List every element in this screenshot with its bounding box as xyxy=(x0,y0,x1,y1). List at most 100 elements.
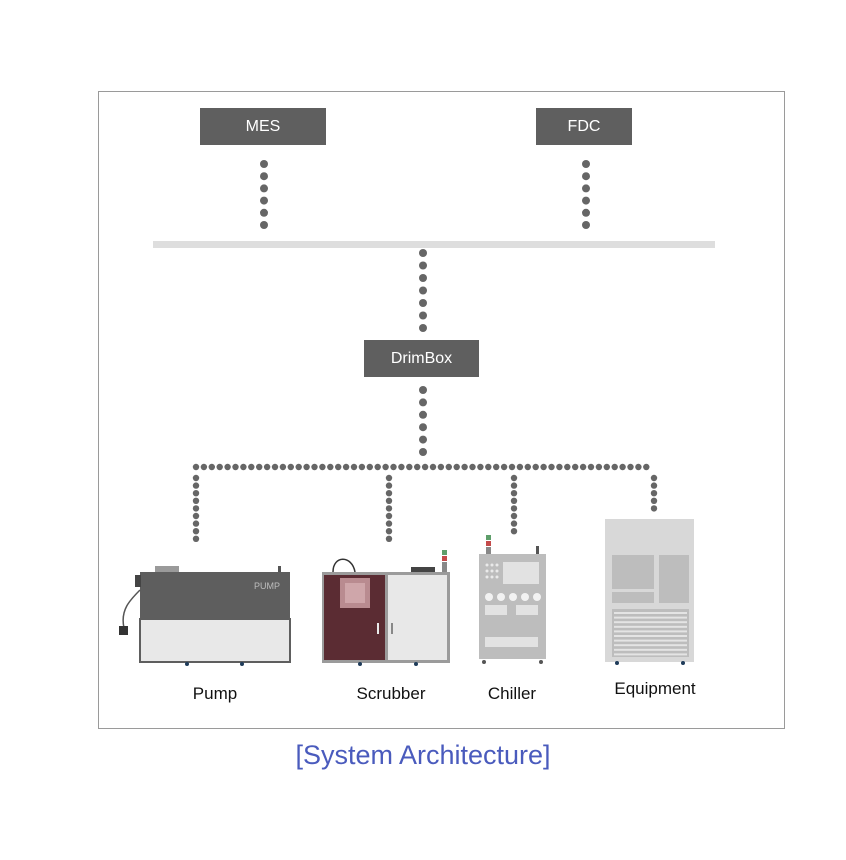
connector-dot xyxy=(595,463,603,471)
connector-dot xyxy=(650,482,658,489)
connector-dot xyxy=(510,490,518,497)
connector-dot xyxy=(192,497,200,504)
dotted-connectors xyxy=(192,160,658,542)
pump-illustration: PUMP xyxy=(119,566,291,666)
network-bus xyxy=(153,241,715,248)
connector-dot xyxy=(260,208,268,217)
connector-dot xyxy=(419,398,427,407)
connector-dot xyxy=(508,463,516,471)
connector-dot xyxy=(271,463,279,471)
connector-dot xyxy=(200,463,208,471)
connector-dot xyxy=(419,435,427,444)
connector-dot xyxy=(564,463,571,471)
connector-dot xyxy=(587,463,595,471)
connector-dot xyxy=(619,463,626,471)
connector-dot xyxy=(279,463,287,471)
connector-dot xyxy=(582,184,590,193)
pump-brand-text: PUMP xyxy=(254,581,280,591)
diagram-frame xyxy=(98,91,785,729)
connector-dot xyxy=(232,463,239,471)
connector-dot xyxy=(414,463,421,471)
connector-dot xyxy=(335,463,342,471)
connector-dot xyxy=(260,172,268,181)
equipment-illustration xyxy=(605,519,694,665)
chiller-illustration xyxy=(479,535,546,664)
connector-dot xyxy=(385,505,393,512)
connector-dot xyxy=(603,463,610,471)
connector-dot xyxy=(510,512,518,520)
connector-dot xyxy=(650,490,658,497)
connector-dot xyxy=(406,463,413,471)
connector-dot xyxy=(385,528,393,535)
connector-dot xyxy=(350,463,358,471)
connector-dot xyxy=(510,497,518,504)
connector-dot xyxy=(260,196,268,205)
connector-dot xyxy=(419,386,427,394)
connector-dot xyxy=(421,463,429,471)
connector-dot xyxy=(572,463,579,471)
connector-dot xyxy=(192,482,200,489)
connector-dot xyxy=(295,463,302,471)
connector-dot xyxy=(510,482,518,489)
connector-dot xyxy=(419,299,427,307)
connector-dot xyxy=(650,474,658,482)
connector-dot xyxy=(366,463,373,471)
diagram-caption: [System Architecture] xyxy=(295,740,551,770)
connector-dot xyxy=(532,463,539,471)
connector-dot xyxy=(382,463,389,471)
connector-dot xyxy=(419,261,427,270)
connector-dot xyxy=(493,463,500,471)
connector-dot xyxy=(192,490,200,497)
connector-dot xyxy=(192,520,200,527)
connector-dot xyxy=(224,463,231,471)
connector-dot xyxy=(627,463,634,471)
connector-dot xyxy=(485,463,492,471)
connector-dot xyxy=(256,463,263,471)
connector-dot xyxy=(398,463,405,471)
connector-dot xyxy=(650,497,658,504)
connector-dot xyxy=(419,410,427,419)
connector-dot xyxy=(385,535,393,542)
connector-dot xyxy=(390,463,397,471)
connector-dot xyxy=(311,463,318,471)
connector-dot xyxy=(500,463,508,471)
scrubber-label: Scrubber xyxy=(356,684,426,703)
connector-dot xyxy=(477,463,484,471)
connector-dot xyxy=(358,463,366,471)
scrubber-illustration xyxy=(322,550,450,666)
connector-dot xyxy=(248,463,255,471)
connector-dot xyxy=(192,474,200,482)
connector-dot xyxy=(385,497,393,504)
connector-dot xyxy=(643,463,650,471)
connector-dot xyxy=(260,160,268,168)
connector-dot xyxy=(192,463,200,471)
connector-dot xyxy=(192,505,200,512)
connector-dot xyxy=(374,463,381,471)
connector-dot xyxy=(287,463,294,471)
connector-dot xyxy=(510,528,518,535)
connector-dot xyxy=(524,463,531,471)
connector-dot xyxy=(208,463,215,471)
connector-dot xyxy=(385,482,393,489)
connector-dot xyxy=(240,463,247,471)
connector-dot xyxy=(263,463,271,471)
connector-dot xyxy=(385,474,393,482)
connector-dot xyxy=(510,474,518,482)
pump-label: Pump xyxy=(192,684,238,703)
connector-dot xyxy=(469,463,476,471)
connector-dot xyxy=(582,172,590,181)
connector-dot xyxy=(582,221,590,229)
connector-dot xyxy=(419,448,427,456)
connector-dot xyxy=(419,423,427,432)
connector-dot xyxy=(556,463,563,471)
connector-dot xyxy=(319,463,326,471)
connector-dot xyxy=(582,196,590,205)
connector-dot xyxy=(510,520,518,527)
connector-dot xyxy=(582,208,590,217)
connector-dot xyxy=(429,463,437,471)
connector-dot xyxy=(437,463,445,471)
connector-dot xyxy=(419,286,427,295)
connector-dot xyxy=(516,463,524,471)
connector-dot xyxy=(611,463,618,471)
